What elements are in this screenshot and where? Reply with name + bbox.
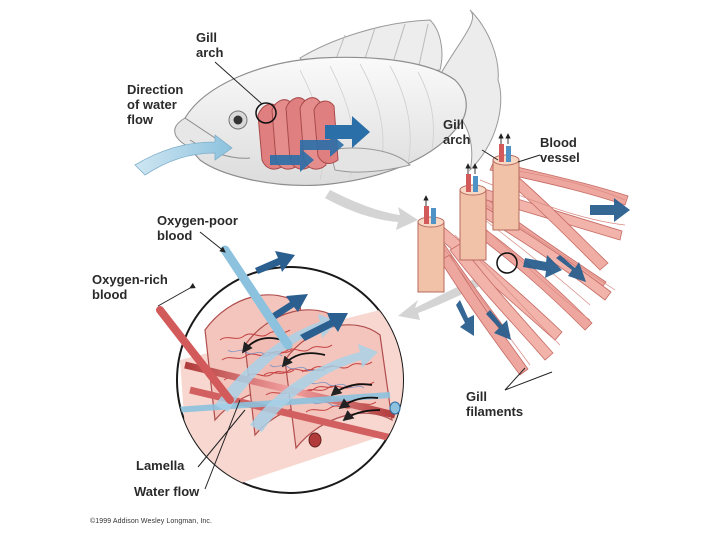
fish-gills <box>257 97 339 170</box>
fish <box>134 9 502 187</box>
label-gill-arch-top: Gill arch <box>196 30 224 60</box>
lamella-detail <box>156 245 404 494</box>
zoom-arrow-1 <box>325 190 418 230</box>
label-direction-water-flow: Direction of water flow <box>127 82 184 127</box>
oxygen-poor-vessel <box>220 245 293 350</box>
gill-arch-marker <box>255 102 277 124</box>
incoming-water-arrow <box>134 134 233 176</box>
gill-water-arrows <box>270 116 370 172</box>
label-oxygen-rich-blood: Oxygen-rich blood <box>92 272 168 302</box>
oxygen-rich-vessel <box>156 306 234 404</box>
label-oxygen-poor-blood: Oxygen-poor blood <box>157 213 238 243</box>
label-gill-arch-right: Gill arch <box>443 117 471 147</box>
filament-zoom-marker <box>496 252 518 274</box>
label-water-flow: Water flow <box>134 484 200 499</box>
blood-vessels <box>424 144 511 224</box>
copyright-notice: ©1999 Addison Wesley Longman, Inc. <box>90 518 213 525</box>
label-gill-filaments: Gill filaments <box>466 389 524 419</box>
gill-filaments-bundle <box>417 133 630 376</box>
label-lamella: Lamella <box>136 458 185 473</box>
label-blood-vessel: Blood vessel <box>540 135 580 165</box>
